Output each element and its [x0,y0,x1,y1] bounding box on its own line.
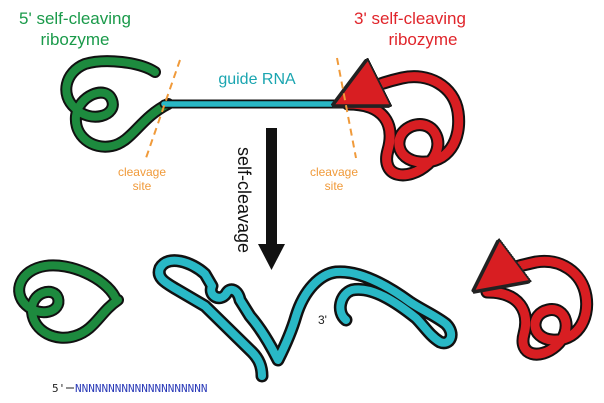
ribozyme-3prime-bottom [487,261,594,361]
ribozyme-5prime-bottom [13,259,124,344]
label-guide-rna: guide RNA [218,71,296,88]
label-cleavage-right-line1: cleavage [310,165,358,179]
label-self-cleavage: self-cleavage [234,147,254,253]
label-cleavage-right-line2: site [325,179,344,193]
label-three-prime-end: 3' [318,313,327,327]
label-cleavage-left-line2: site [133,179,152,193]
label-3prime-ribozyme-line2: ribozyme [389,30,458,49]
label-5prime-ribozyme-line1: 5' self-cleaving [19,9,131,28]
cleavage-line-right [336,57,357,159]
label-cleavage-left-line1: cleavage [118,165,166,179]
guide-rna-folded [152,254,458,383]
label-5prime-ribozyme-line2: ribozyme [41,30,110,49]
ribozyme-3prime-top [348,77,466,182]
label-spacer-sequence: NNNNNNNNNNNNNNNNNNNN [75,382,207,395]
ribozyme-5prime-top [60,55,174,153]
label-five-prime-end: 5' [52,382,65,395]
label-3prime-ribozyme-line1: 3' self-cleaving [354,9,466,28]
cleavage-line-left [145,59,181,159]
process-arrow [258,128,285,270]
